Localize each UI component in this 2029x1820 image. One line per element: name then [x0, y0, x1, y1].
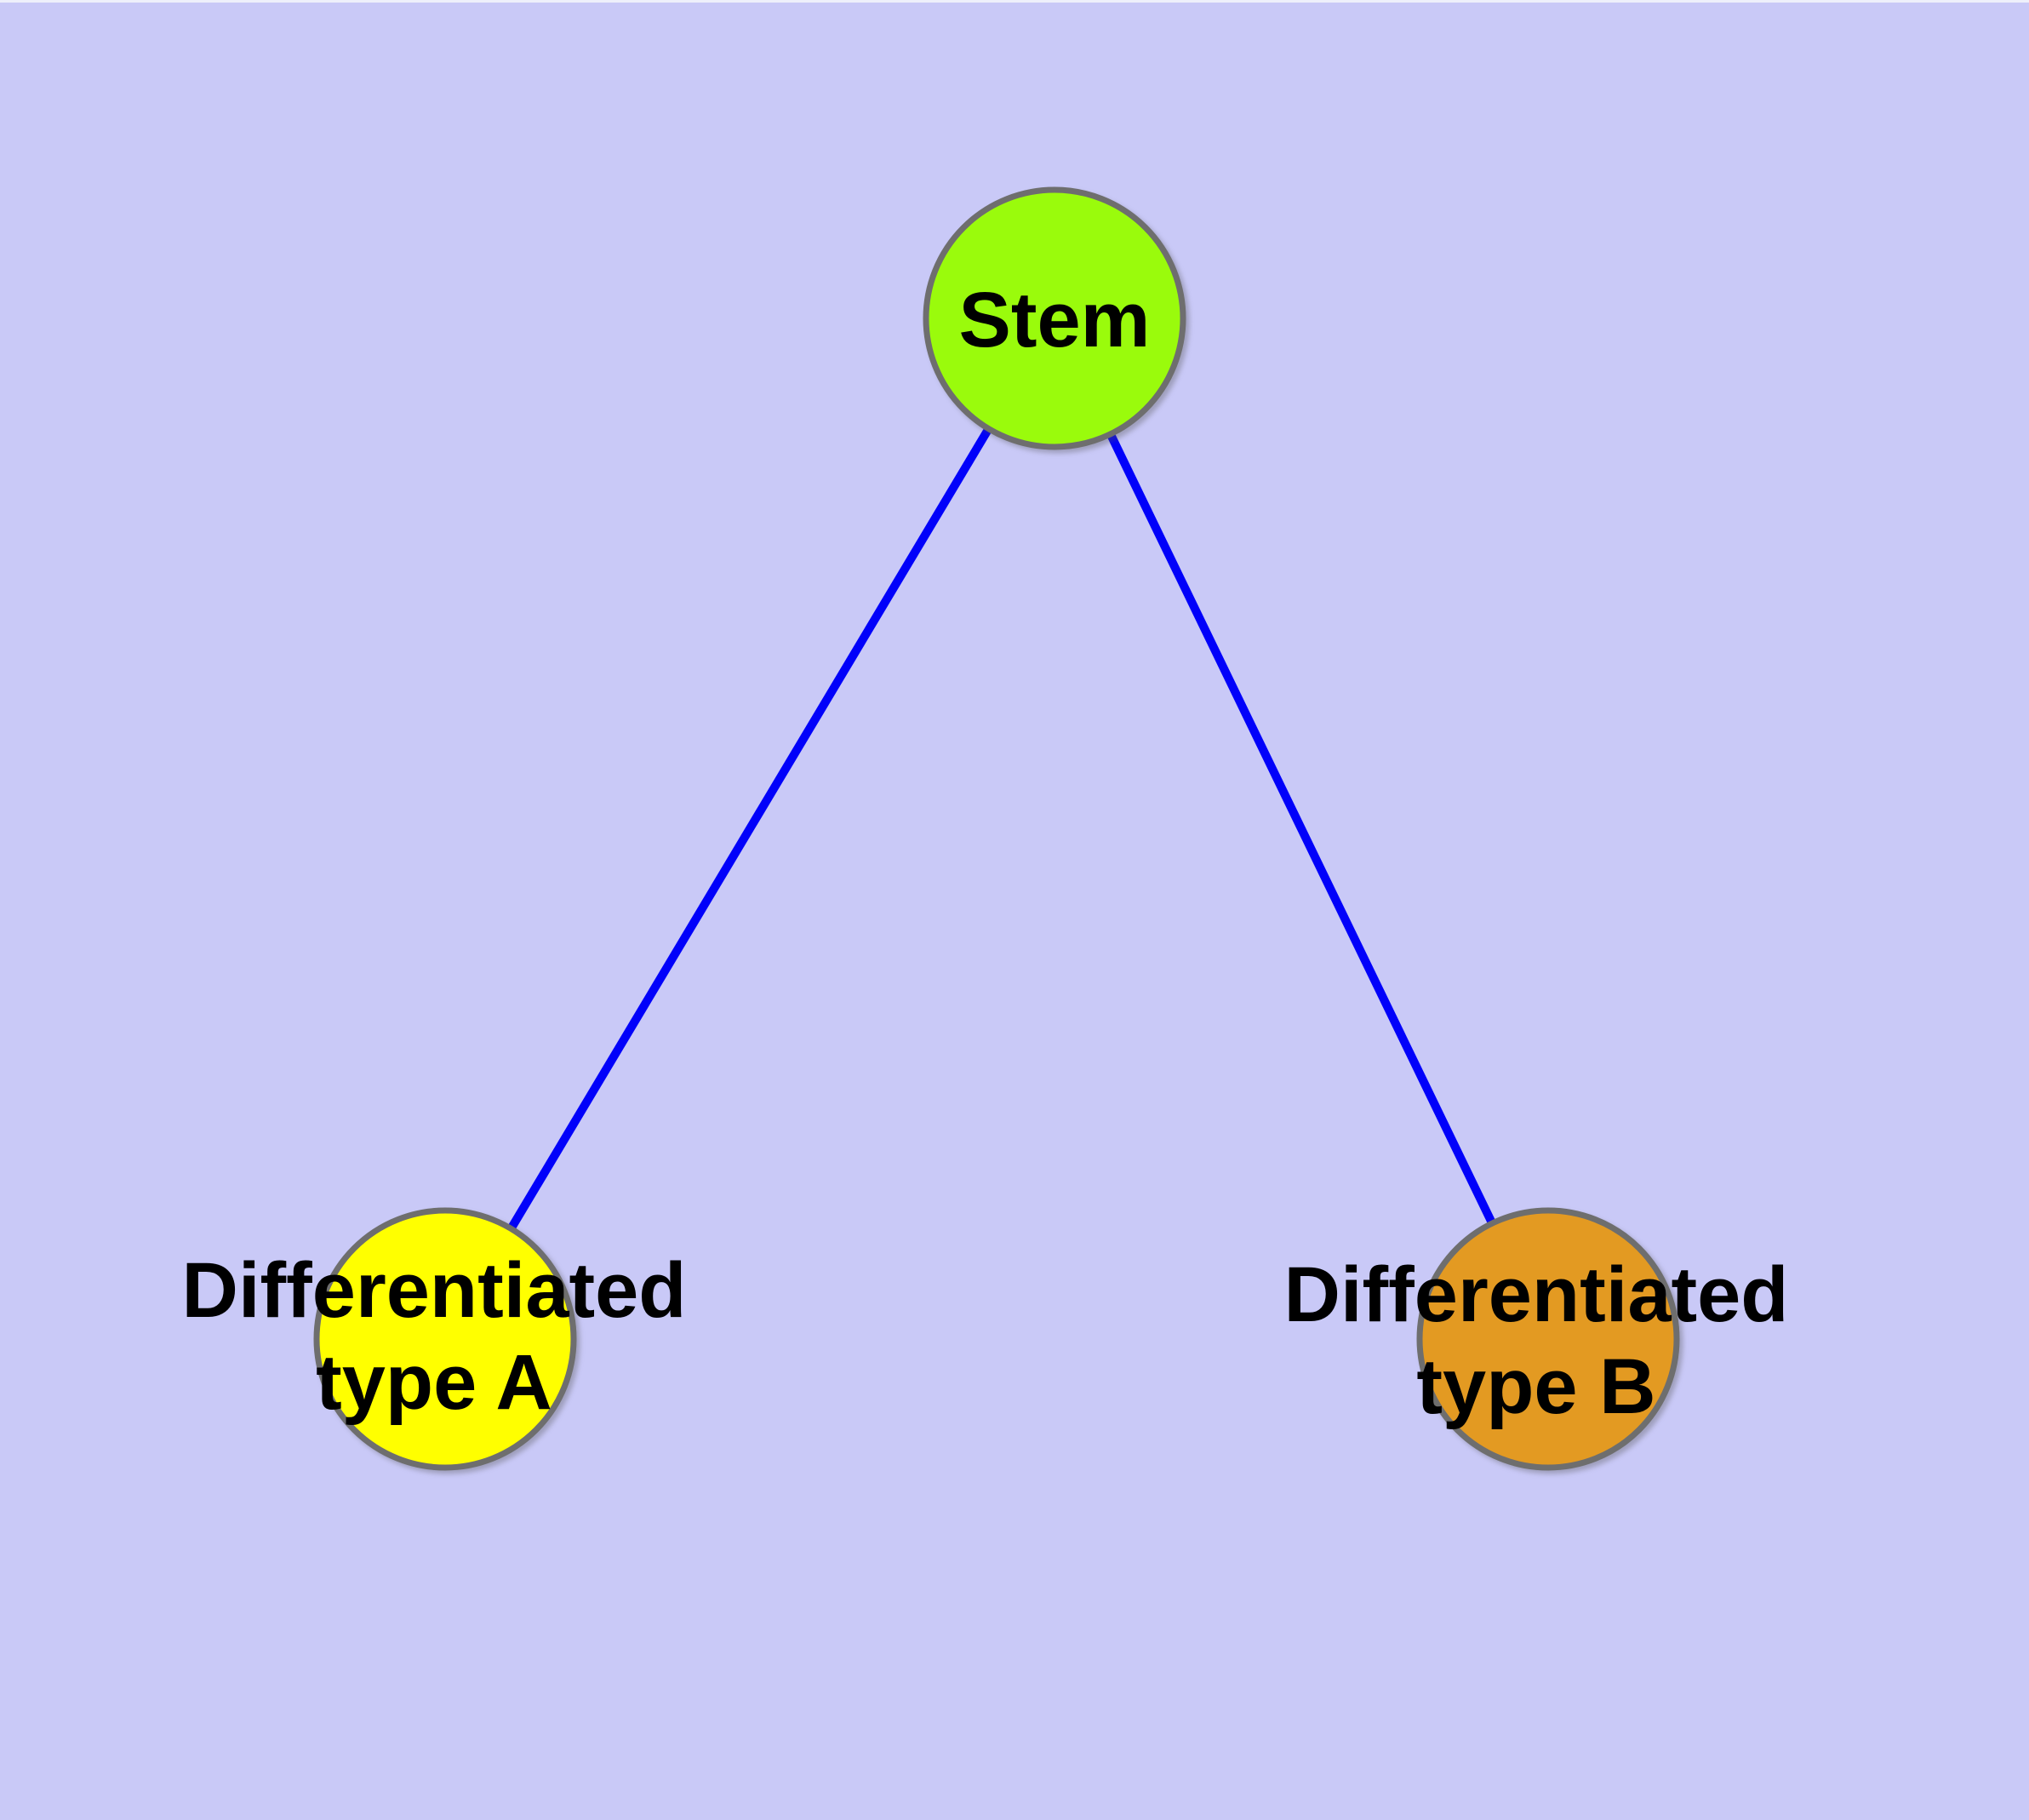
edge-stem-to-type-b	[1050, 316, 1552, 1342]
edge-group	[441, 316, 1552, 1342]
differentiated-type-a-label-line1: Differentiated	[182, 1247, 687, 1334]
label-group: Stem Differentiated type A Differentiate…	[182, 277, 1789, 1430]
differentiated-type-b-label-line2: type B	[1416, 1343, 1655, 1430]
differentiated-type-b-node-circle	[1416, 1207, 1680, 1471]
differentiated-type-a-node-circle	[313, 1207, 577, 1471]
stem-node-circle	[923, 186, 1186, 450]
stem-node-label: Stem	[959, 277, 1151, 363]
differentiated-type-b-label-line1: Differentiated	[1284, 1251, 1789, 1338]
edge-stem-to-type-a	[441, 316, 1059, 1342]
node-group	[313, 186, 1680, 1471]
canvas-top-edge	[0, 0, 2029, 3]
differentiated-type-a-label-line2: type A	[316, 1339, 552, 1426]
